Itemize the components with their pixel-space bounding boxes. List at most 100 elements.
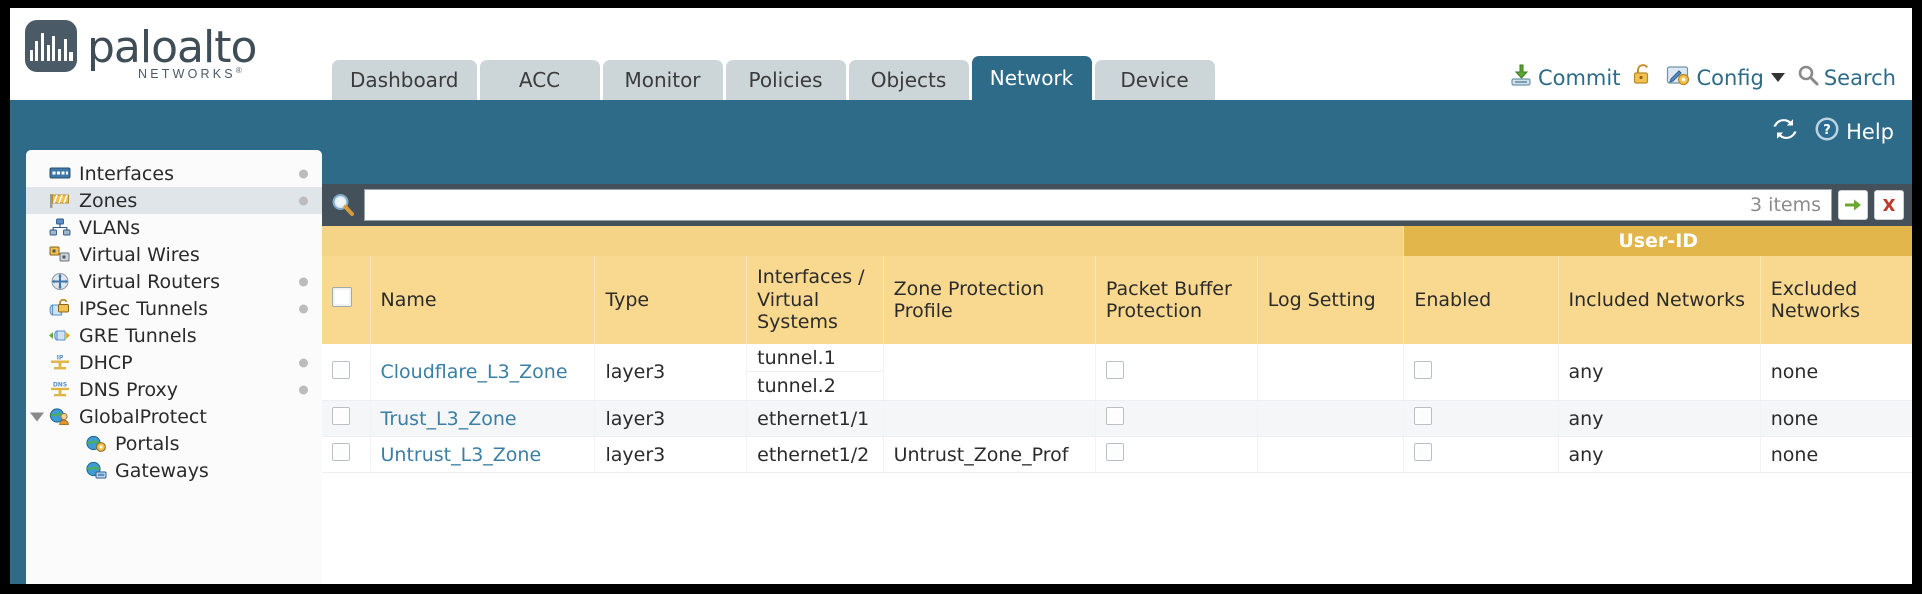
help-button[interactable]: ? Help — [1814, 116, 1894, 147]
row-select-cell — [322, 436, 371, 473]
svg-text:?: ? — [1823, 123, 1831, 138]
cell-zone-protection-profile — [882, 400, 1096, 437]
column-header-enabled[interactable]: Enabled — [1403, 256, 1559, 344]
cell-userid-enabled — [1403, 344, 1559, 401]
group-header-spacer — [322, 226, 1404, 256]
apply-filter-button[interactable] — [1838, 190, 1868, 220]
cell-log-setting — [1256, 344, 1404, 401]
tab-monitor[interactable]: Monitor — [602, 60, 723, 100]
sidebar-item-status-dot — [299, 196, 308, 205]
search-button[interactable]: Search — [1797, 64, 1896, 91]
interface-entry: tunnel.1 — [747, 344, 883, 372]
tab-dashboard[interactable]: Dashboard — [332, 60, 477, 100]
chevron-down-icon[interactable] — [1770, 73, 1785, 82]
userid-enabled-checkbox[interactable] — [1414, 407, 1433, 425]
row-select-checkbox[interactable] — [332, 443, 350, 461]
gre-tunnels-icon — [48, 326, 72, 346]
virtual-wires-icon — [48, 245, 72, 265]
chevron-down-icon[interactable] — [30, 412, 44, 421]
group-header-user-id: User-ID — [1403, 226, 1912, 256]
column-header-log-setting[interactable]: Log Setting — [1256, 256, 1404, 344]
tab-device[interactable]: Device — [1094, 60, 1215, 100]
sidebar-item-label: Portals — [115, 432, 180, 455]
sidebar-item-zones[interactable]: Zones — [26, 187, 322, 214]
cell-userid-enabled — [1403, 436, 1559, 473]
column-header-packet-buffer-protection[interactable]: Packet Buffer Protection — [1094, 256, 1258, 344]
zone-name-link[interactable]: Untrust_L3_Zone — [380, 443, 542, 466]
filter-search-icon[interactable] — [328, 192, 358, 218]
tab-policies[interactable]: Policies — [725, 60, 846, 100]
interface-entry: ethernet1/2 — [757, 443, 870, 466]
sidebar-item-label: Interfaces — [79, 162, 174, 185]
cell-zone-protection-profile — [882, 344, 1096, 401]
sidebar-item-status-dot — [299, 358, 308, 367]
zone-name-link[interactable]: Cloudflare_L3_Zone — [380, 361, 568, 383]
sidebar-item-portals[interactable]: Portals — [26, 430, 322, 457]
cell-type: layer3 — [594, 400, 747, 437]
portals-icon — [84, 434, 108, 454]
column-header-included-networks[interactable]: Included Networks — [1557, 256, 1761, 344]
clear-filter-button[interactable] — [1874, 190, 1904, 220]
column-header-type[interactable]: Type — [594, 256, 747, 344]
lock-button[interactable] — [1632, 63, 1654, 92]
sidebar-item-virtual-routers[interactable]: Virtual Routers — [26, 268, 322, 295]
commit-label: Commit — [1537, 65, 1621, 90]
row-select-checkbox[interactable] — [332, 360, 350, 379]
sidebar-item-ipsec-tunnels[interactable]: IPSec Tunnels — [26, 295, 322, 322]
tab-acc[interactable]: ACC — [479, 60, 600, 100]
help-label: Help — [1846, 119, 1894, 144]
sidebar-item-vlans[interactable]: VLANs — [26, 214, 322, 241]
dns-proxy-icon: DNS — [48, 380, 72, 400]
help-icon: ? — [1814, 116, 1840, 147]
interface-entry: ethernet1/1 — [757, 407, 870, 430]
packet-buffer-protection-checkbox[interactable] — [1105, 360, 1124, 379]
ipsec-tunnels-icon — [48, 299, 72, 319]
sub-toolbar-actions: ? Help — [1772, 116, 1894, 147]
commit-button[interactable]: Commit — [1509, 63, 1621, 92]
virtual-routers-icon — [48, 272, 72, 292]
sidebar-item-interfaces[interactable]: Interfaces — [26, 160, 322, 187]
userid-enabled-checkbox[interactable] — [1414, 443, 1433, 461]
sidebar-item-gre-tunnels[interactable]: GRE Tunnels — [26, 322, 322, 349]
config-button[interactable]: Config — [1666, 63, 1785, 92]
sidebar-item-label: VLANs — [79, 216, 141, 239]
zone-name-link[interactable]: Trust_L3_Zone — [380, 407, 517, 430]
sidebar-item-gateways[interactable]: Gateways — [26, 457, 322, 484]
sidebar-item-virtual-wires[interactable]: Virtual Wires — [26, 241, 322, 268]
row-select-checkbox[interactable] — [332, 407, 350, 425]
svg-text:DNS: DNS — [53, 382, 67, 389]
select-all-checkbox[interactable] — [332, 287, 352, 308]
brand-logo[interactable]: paloalto — [25, 20, 257, 73]
column-header-interfaces-virtual-systems[interactable]: Interfaces / Virtual Systems — [746, 256, 884, 344]
paloalto-logo-icon — [25, 20, 77, 72]
content-panel: 3 items User-ID Name — [322, 184, 1912, 584]
column-header-zone-protection-profile[interactable]: Zone Protection Profile — [882, 256, 1096, 344]
packet-buffer-protection-checkbox[interactable] — [1105, 443, 1124, 461]
cell-log-setting — [1256, 400, 1404, 437]
userid-enabled-checkbox[interactable] — [1414, 360, 1433, 379]
sidebar-item-label: Zones — [79, 189, 138, 212]
cell-userid-enabled — [1403, 400, 1559, 437]
globalprotect-icon — [48, 407, 72, 427]
tab-network[interactable]: Network — [971, 56, 1092, 100]
column-header-excluded-networks[interactable]: Excluded Networks — [1759, 256, 1912, 344]
gateways-icon — [84, 461, 108, 481]
refresh-button[interactable] — [1772, 117, 1798, 146]
packet-buffer-protection-checkbox[interactable] — [1105, 407, 1124, 425]
sidebar-item-label: Gateways — [115, 459, 209, 482]
search-input[interactable]: 3 items — [364, 189, 1832, 221]
brand-name: paloalto — [87, 22, 257, 73]
column-header-name[interactable]: Name — [369, 256, 595, 344]
sidebar-item-globalprotect[interactable]: GlobalProtect — [26, 403, 322, 430]
tab-objects[interactable]: Objects — [848, 60, 969, 100]
sidebar-item-label: GRE Tunnels — [79, 324, 197, 347]
interfaces-icon — [48, 164, 72, 184]
